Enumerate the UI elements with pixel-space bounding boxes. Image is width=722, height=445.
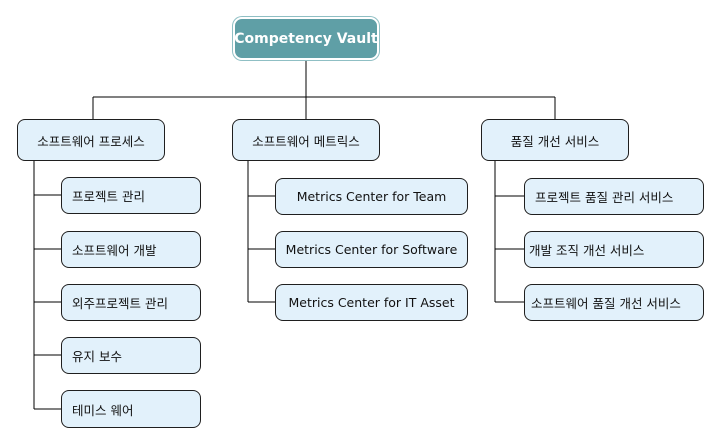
leaf-label: 테미스 웨어	[72, 402, 134, 418]
leaf-label: 프로젝트 관리	[72, 189, 145, 204]
leaf-node: 프로젝트 품질 관리 서비스	[524, 178, 704, 215]
root-label: Competency Vault	[234, 30, 378, 47]
leaf-label: Metrics Center for Software	[285, 242, 458, 257]
leaf-label: 유지 보수	[72, 349, 122, 364]
leaf-node: 개발 조직 개선 서비스	[524, 231, 704, 268]
leaf-label: 프로젝트 품질 관리 서비스	[535, 190, 674, 205]
leaf-label: 소프트웨어 품질 개선 서비스	[531, 296, 681, 311]
branch-label: 품질 개선 서비스	[510, 133, 600, 149]
leaf-node: Metrics Center for Team	[275, 178, 468, 215]
leaf-label: Metrics Center for Team	[296, 189, 447, 204]
leaf-label: 개발 조직 개선 서비스	[529, 243, 645, 258]
branch-node-quality-improvement: 품질 개선 서비스	[481, 119, 629, 161]
leaf-node: 소프트웨어 품질 개선 서비스	[524, 284, 704, 321]
leaf-node: 외주프로젝트 관리	[61, 284, 201, 321]
branch-label: 소프트웨어 프로세스	[37, 133, 145, 149]
leaf-node: 프로젝트 관리	[61, 177, 201, 214]
branch-node-software-metrics: 소프트웨어 메트릭스	[232, 119, 380, 161]
leaf-node: 유지 보수	[61, 337, 201, 374]
leaf-label: 소프트웨어 개발	[72, 243, 157, 258]
leaf-node: Metrics Center for IT Asset	[275, 284, 468, 321]
leaf-node: Metrics Center for Software	[275, 231, 468, 268]
leaf-label: 외주프로젝트 관리	[72, 296, 168, 311]
leaf-node: 테미스 웨어	[61, 390, 201, 428]
root-node: Competency Vault	[233, 17, 379, 60]
leaf-label: Metrics Center for IT Asset	[288, 295, 455, 310]
leaf-node: 소프트웨어 개발	[61, 231, 201, 268]
branch-label: 소프트웨어 메트릭스	[252, 133, 360, 149]
branch-node-software-process: 소프트웨어 프로세스	[17, 119, 165, 161]
